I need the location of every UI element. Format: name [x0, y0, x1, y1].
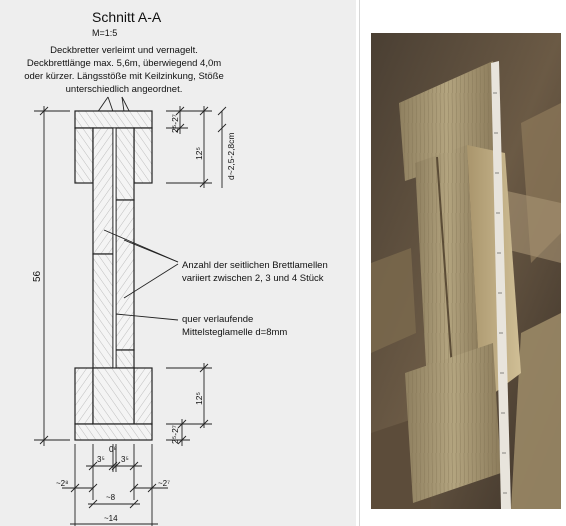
flange-bottom-thickness: 2⁵-2⁷ [170, 425, 180, 444]
note-middle-line-1: Anzahl der seitlichen Brettlamellen [182, 260, 328, 271]
side-right-label: ~2⁷ [158, 479, 170, 488]
web-left-label: 3⁵ [97, 455, 105, 464]
note-top-line-4: unterschiedlich angeordnet. [66, 84, 183, 95]
flange-bottom-depth: 12⁵ [194, 392, 204, 405]
note-top-line-1: Deckbretter verleimt und vernagelt. [50, 45, 198, 56]
web [92, 127, 135, 369]
section-drawing: Schnitt A-A M=1:5 Deckbretter verleimt u… [24, 9, 328, 526]
note-bottom-line-2: Mittelsteglamelle d=8mm [182, 327, 287, 338]
panel-divider [359, 0, 360, 526]
note-top-line-2: Deckbrettlänge max. 5,6m, überwiegend 4,… [27, 58, 221, 69]
flange-top-depth: 12⁵ [194, 147, 204, 160]
bottom-width-dimensions [62, 444, 168, 526]
note-bottom-line-1: quer verlaufende [182, 314, 253, 325]
note-middle-line-2: variiert zwischen 2, 3 und 4 Stück [182, 273, 324, 284]
web-total-label: ~8 [106, 493, 116, 502]
drawing-title: Schnitt A-A [92, 9, 162, 25]
height-total-label: 56 [32, 270, 43, 282]
web-right-label: 3⁵ [121, 455, 129, 464]
note-top-line-3: oder kürzer. Längsstöße mit Keilzinkung,… [24, 71, 224, 82]
height-dimension [34, 106, 70, 446]
beam-photo [371, 33, 561, 509]
top-flange-dimensions [166, 106, 227, 188]
technical-drawing-panel: Schnitt A-A M=1:5 Deckbretter verleimt u… [0, 0, 356, 526]
flange-width-label: ~14 [104, 514, 118, 523]
bottom-note-leader [115, 313, 179, 321]
board-thickness-range: d~2,5-2,8cm [226, 133, 236, 181]
wooden-i-beam-photo [371, 33, 561, 509]
bottom-flange-dimensions [166, 363, 212, 446]
side-left-label: ~2⁸ [56, 479, 69, 488]
flange-top-thickness: 2⁵-2⁷ [170, 114, 180, 133]
bottom-flange [74, 367, 153, 441]
top-flange [74, 110, 153, 184]
middle-note-leaders [103, 229, 179, 299]
web-gap-label: 0⁸ [109, 445, 117, 454]
drawing-scale: M=1:5 [92, 28, 117, 38]
